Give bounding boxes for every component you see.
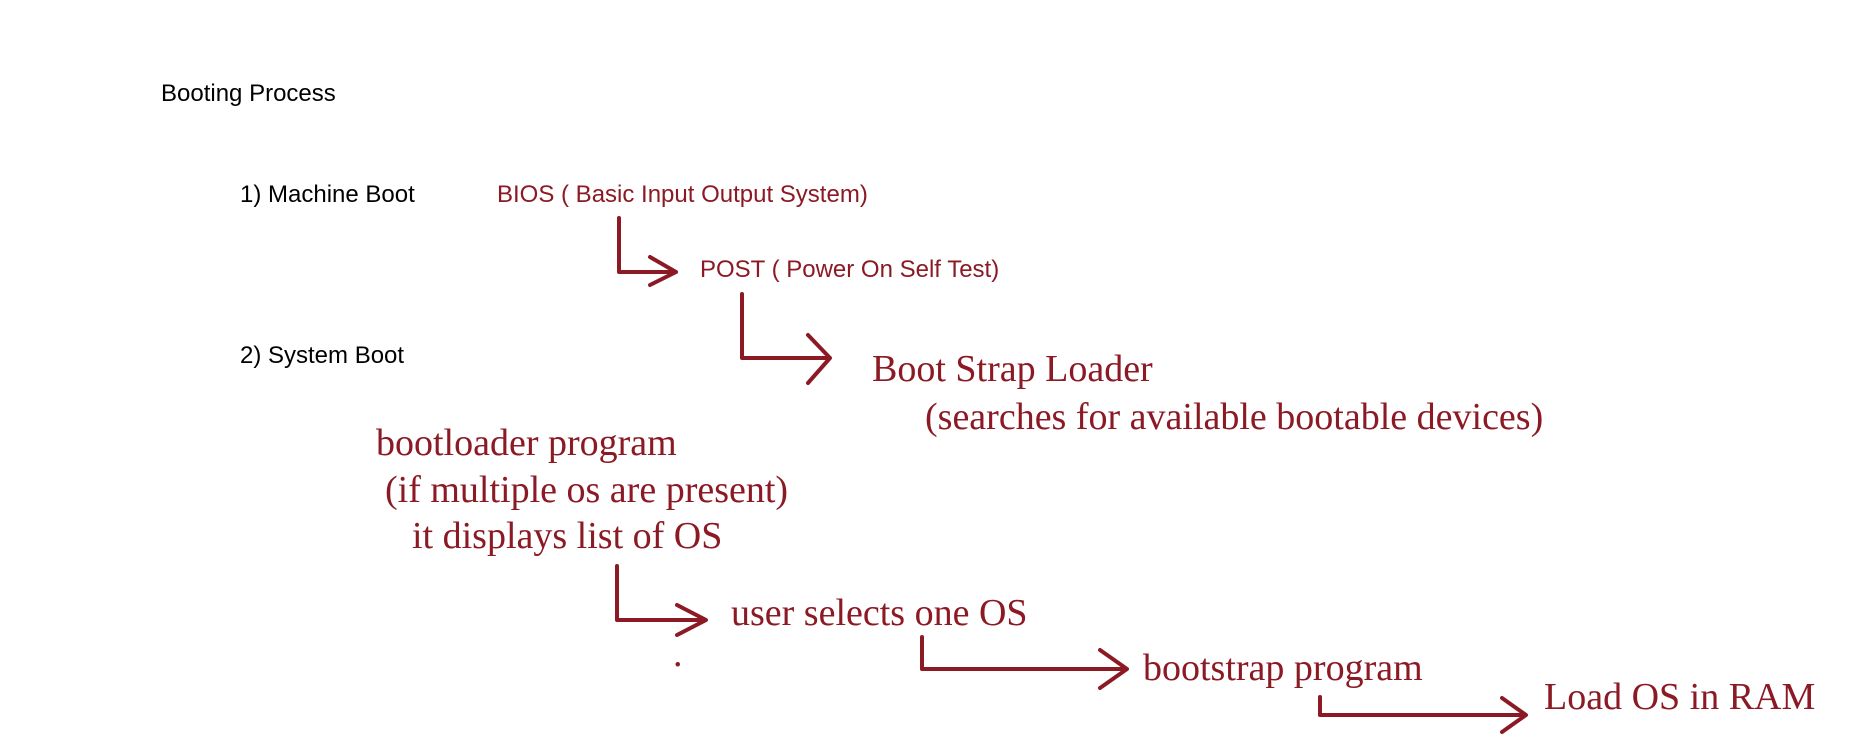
arrow-bootstrap-program-to-load-os <box>1318 695 1528 734</box>
node-post: POST ( Power On Self Test) <box>700 256 1000 283</box>
node-bootloader-line1: bootloader program <box>376 422 677 464</box>
node-bootstrap-loader: Boot Strap Loader <box>872 348 1153 390</box>
node-bootstrap-program: bootstrap program <box>1143 647 1423 689</box>
step-system-boot: 2) System Boot <box>240 342 405 369</box>
step-machine-boot: 1) Machine Boot <box>240 181 415 208</box>
node-bootloader-line2: (if multiple os are present) <box>385 469 789 511</box>
node-bootstrap-loader-note: (searches for available bootable devices… <box>925 396 1544 438</box>
node-bootloader-line3: it displays list of OS <box>412 515 723 557</box>
arrow-post-to-bootstrap-loader <box>740 292 832 385</box>
arrow-user-selects-to-bootstrap-program <box>920 635 1129 690</box>
diagram-title: Booting Process <box>161 80 336 107</box>
arrow-bios-to-post <box>617 216 678 287</box>
node-bios: BIOS ( Basic Input Output System) <box>497 181 868 208</box>
arrow-bootloader-to-user-selects <box>615 564 708 637</box>
node-dot: . <box>673 633 683 675</box>
node-user-selects: user selects one OS <box>731 592 1028 634</box>
node-load-os: Load OS in RAM <box>1544 676 1816 718</box>
